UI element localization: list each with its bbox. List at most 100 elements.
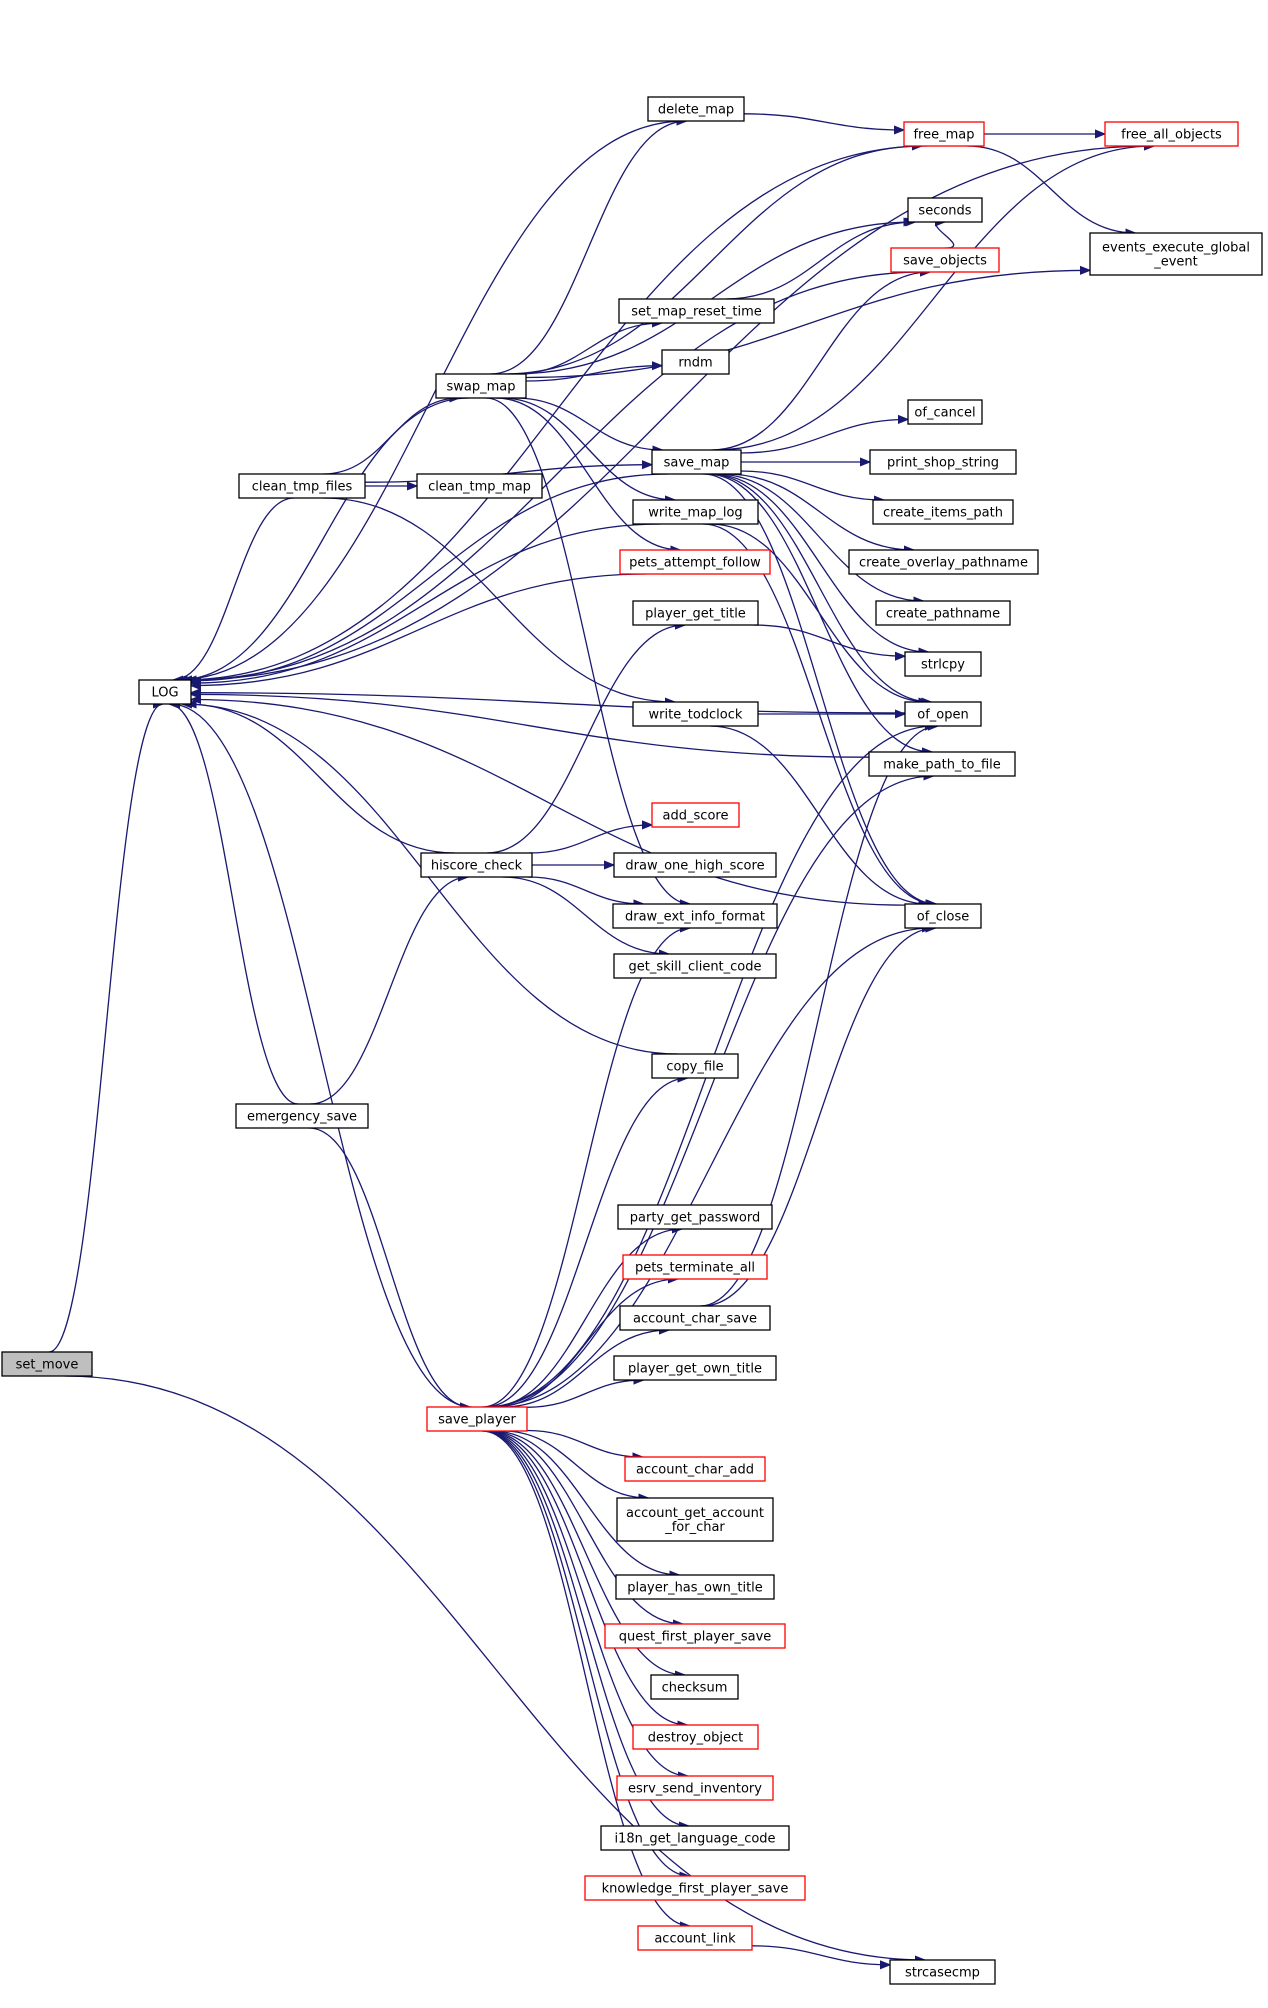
edge-save_player-to-of_close xyxy=(488,928,932,1408)
node-label: print_shop_string xyxy=(887,456,999,471)
node-free_all_objects[interactable]: free_all_objects xyxy=(1104,121,1239,147)
node-emergency_save[interactable]: emergency_save xyxy=(235,1103,369,1129)
node-box xyxy=(618,298,775,324)
node-box xyxy=(904,903,982,929)
node-seconds[interactable]: seconds xyxy=(907,197,983,223)
node-save_map[interactable]: save_map xyxy=(651,449,742,475)
node-write_map_log[interactable]: write_map_log xyxy=(632,499,759,525)
node-box xyxy=(904,701,982,727)
node-make_path_to_file[interactable]: make_path_to_file xyxy=(868,751,1016,777)
edge-swap_map-to-pets_attempt_follow xyxy=(495,397,681,550)
node-events_execute_global_event[interactable]: events_execute_global_event xyxy=(1089,232,1263,276)
node-player_has_own_title[interactable]: player_has_own_title xyxy=(615,1574,775,1600)
edge-clean_tmp_files-to-swap_map xyxy=(323,398,460,475)
node-box xyxy=(138,679,192,705)
node-box xyxy=(632,600,759,626)
node-box xyxy=(584,1875,806,1901)
node-swap_map[interactable]: swap_map xyxy=(435,373,527,399)
node-label: set_move xyxy=(16,1358,79,1373)
edge-emergency_save-to-save_player xyxy=(308,1127,470,1407)
node-account_char_add[interactable]: account_char_add xyxy=(624,1456,766,1482)
node-box xyxy=(612,903,778,929)
node-pets_terminate_all[interactable]: pets_terminate_all xyxy=(622,1254,768,1280)
node-quest_first_player_save[interactable]: quest_first_player_save xyxy=(604,1623,786,1649)
node-box xyxy=(869,449,1017,475)
edge-save_map-to-save_objects xyxy=(711,272,930,451)
edge-free_map-to-LOG xyxy=(182,145,928,680)
node-box xyxy=(907,197,983,223)
node-label: events_execute_global xyxy=(1102,241,1250,256)
edge-save_player-to-draw_ext_info_format xyxy=(482,928,690,1408)
node-box xyxy=(890,247,1000,273)
node-of_open[interactable]: of_open xyxy=(904,701,982,727)
node-destroy_object[interactable]: destroy_object xyxy=(632,1724,759,1750)
node-delete_map[interactable]: delete_map xyxy=(647,96,745,122)
node-create_items_path[interactable]: create_items_path xyxy=(872,499,1014,525)
node-box xyxy=(604,1623,786,1649)
node-create_pathname[interactable]: create_pathname xyxy=(875,600,1011,626)
node-label: emergency_save xyxy=(247,1110,357,1125)
node-label: _for_char xyxy=(664,1520,725,1535)
node-draw_one_high_score[interactable]: draw_one_high_score xyxy=(613,852,777,878)
node-box xyxy=(632,499,759,525)
edge-hiscore_check-to-add_score xyxy=(529,825,652,854)
node-set_map_reset_time[interactable]: set_map_reset_time xyxy=(618,298,775,324)
node-label: pets_terminate_all xyxy=(635,1261,755,1276)
node-label: save_player xyxy=(438,1413,516,1428)
edge-save_objects-to-seconds xyxy=(936,222,955,249)
node-box xyxy=(426,1406,528,1432)
node-checksum[interactable]: checksum xyxy=(650,1674,739,1700)
node-account_get_account_for_char[interactable]: account_get_account_for_char xyxy=(616,1497,774,1542)
node-save_objects[interactable]: save_objects xyxy=(890,247,1000,273)
edge-swap_map-to-LOG xyxy=(177,397,469,680)
node-box xyxy=(616,1497,774,1542)
edge-save_map-to-create_items_path xyxy=(740,470,884,500)
node-rndm[interactable]: rndm xyxy=(661,349,730,375)
node-print_shop_string[interactable]: print_shop_string xyxy=(869,449,1017,475)
node-create_overlay_pathname[interactable]: create_overlay_pathname xyxy=(848,549,1039,575)
node-pets_attempt_follow[interactable]: pets_attempt_follow xyxy=(619,549,771,575)
edge-save_map-to-create_pathname xyxy=(716,473,923,601)
edge-save_map-to-free_all_objects xyxy=(713,146,1154,451)
node-knowledge_first_player_save[interactable]: knowledge_first_player_save xyxy=(584,1875,806,1901)
edge-delete_map-to-free_map xyxy=(743,113,904,130)
node-write_todclock[interactable]: write_todclock xyxy=(632,701,759,727)
node-player_get_title[interactable]: player_get_title xyxy=(632,600,759,626)
edge-save_map-to-of_cancel xyxy=(740,419,908,454)
node-add_score[interactable]: add_score xyxy=(651,802,740,828)
node-party_get_password[interactable]: party_get_password xyxy=(617,1204,773,1230)
node-box xyxy=(637,1925,753,1951)
node-account_char_save[interactable]: account_char_save xyxy=(619,1305,771,1331)
node-get_skill_client_code[interactable]: get_skill_client_code xyxy=(613,953,777,979)
node-i18n_get_language_code[interactable]: i18n_get_language_code xyxy=(600,1825,790,1851)
node-copy_file[interactable]: copy_file xyxy=(651,1053,739,1079)
node-clean_tmp_files[interactable]: clean_tmp_files xyxy=(238,473,366,499)
node-label: draw_ext_info_format xyxy=(625,910,765,925)
node-strlcpy[interactable]: strlcpy xyxy=(904,651,982,677)
edge-account_link-to-strcasecmp xyxy=(751,1945,890,1965)
node-strcasecmp[interactable]: strcasecmp xyxy=(889,1959,996,1985)
node-LOG[interactable]: LOG xyxy=(138,679,192,705)
node-save_player[interactable]: save_player xyxy=(426,1406,528,1432)
node-account_link[interactable]: account_link xyxy=(637,1925,753,1951)
node-draw_ext_info_format[interactable]: draw_ext_info_format xyxy=(612,903,778,929)
node-label: quest_first_player_save xyxy=(619,1630,772,1645)
edge-save_player-to-LOG xyxy=(170,704,472,1408)
node-label: _event xyxy=(1153,255,1198,270)
node-clean_tmp_map[interactable]: clean_tmp_map xyxy=(416,473,543,499)
node-label: delete_map xyxy=(658,103,734,118)
node-esrv_send_inventory[interactable]: esrv_send_inventory xyxy=(616,1775,774,1801)
node-box xyxy=(632,1724,759,1750)
node-free_map[interactable]: free_map xyxy=(903,121,985,147)
node-set_move[interactable]: set_move xyxy=(1,1351,93,1377)
edge-set_move-to-strcasecmp xyxy=(64,1375,925,1960)
node-label: of_cancel xyxy=(914,406,975,421)
edge-save_player-to-copy_file xyxy=(484,1078,687,1408)
edge-pets_attempt_follow-to-LOG xyxy=(191,573,647,686)
node-player_get_own_title[interactable]: player_get_own_title xyxy=(613,1355,777,1381)
edge-save_map-to-of_close xyxy=(702,473,937,904)
node-hiscore_check[interactable]: hiscore_check xyxy=(420,852,533,878)
node-of_close[interactable]: of_close xyxy=(904,903,982,929)
node-box xyxy=(650,1674,739,1700)
node-of_cancel[interactable]: of_cancel xyxy=(907,399,983,425)
